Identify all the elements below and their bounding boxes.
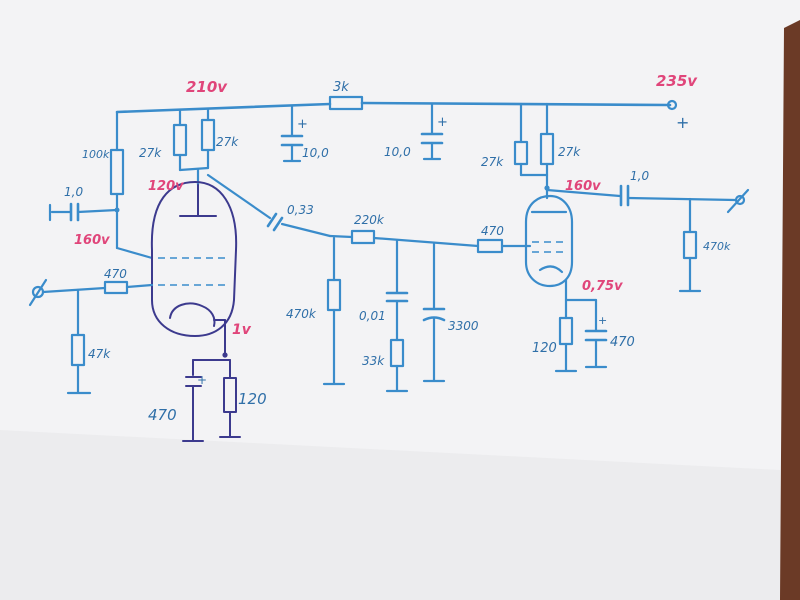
label-470-bottom: 470 [148, 406, 177, 424]
voltage-160-left: 160v [74, 233, 110, 248]
label-27k-b: 27k [216, 135, 239, 149]
plus-mark-d: + [197, 373, 207, 387]
label-27k-d: 27k [558, 145, 581, 159]
paper-shade [0, 430, 780, 600]
label-470-right: 470 [610, 335, 635, 350]
label-33k: 33k [362, 354, 385, 368]
label-27k-c: 27k [481, 155, 504, 169]
label-120-right: 120 [532, 341, 557, 356]
label-470k-left: 470k [286, 307, 317, 321]
voltage-120: 120v [148, 179, 184, 194]
right-vacuum-tube [524, 194, 574, 288]
voltage-1v: 1v [232, 322, 252, 338]
plus-mark-a: + [297, 117, 308, 132]
label-1-0-left: 1,0 [64, 185, 83, 199]
plus-mark-c: + [598, 314, 607, 327]
label-470k-right: 470k [703, 240, 731, 253]
label-47k: 47k [88, 347, 111, 361]
label-220k: 220k [354, 213, 385, 227]
output-terminal [734, 194, 746, 206]
voltage-075: 0,75v [582, 279, 623, 294]
label-3300: 3300 [448, 319, 479, 333]
label-10-0-a: 10,0 [302, 146, 329, 160]
plus-mark-b: + [437, 115, 448, 130]
supply-rail [115, 99, 678, 114]
label-470-input: 470 [104, 267, 127, 281]
label-100k: 100k [82, 148, 110, 161]
label-27k-a: 27k [139, 146, 162, 160]
b-plus-terminal [666, 99, 678, 111]
resistor-3k [328, 95, 364, 111]
label-120-bottom: 120 [238, 390, 267, 408]
label-1-0-right: 1,0 [630, 169, 649, 183]
label-10-0-b: 10,0 [384, 145, 411, 159]
voltage-160-right: 160v [565, 179, 601, 194]
label-0-33: 0,33 [287, 203, 314, 217]
label-0-01: 0,01 [359, 309, 386, 323]
voltage-210: 210v [186, 78, 228, 96]
label-470-mid: 470 [481, 224, 504, 238]
voltage-235: 235v [656, 72, 698, 90]
left-vacuum-tube [150, 180, 238, 356]
plus-mark-terminal: + [676, 113, 689, 132]
label-3k: 3k [333, 80, 349, 95]
